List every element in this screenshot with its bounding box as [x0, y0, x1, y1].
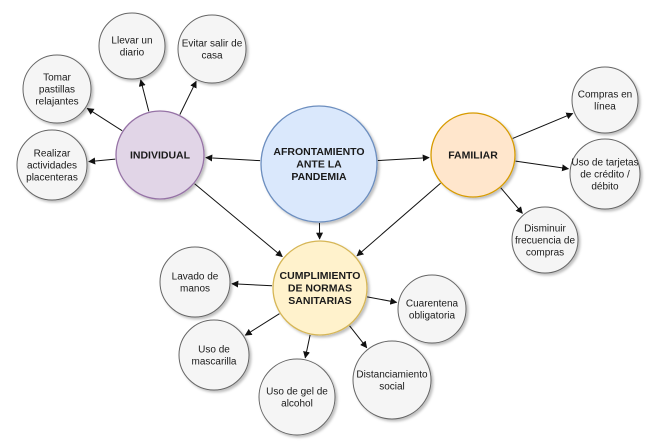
- edge-cumplimiento-to-cuarentena: [367, 296, 398, 305]
- node-realizar-actividades-label-line: placenteras: [26, 173, 78, 184]
- node-cumplimiento-circle: [272, 240, 368, 336]
- edge-cumplimiento-to-gel: [303, 334, 311, 359]
- node-tarjetas-label-line: Uso de tarjetas: [571, 158, 638, 169]
- node-distanciamiento-label-line: social: [379, 382, 405, 393]
- node-disminuir-frecuencia-circle: [511, 206, 579, 274]
- node-llevar-diario-label-line: diario: [120, 48, 145, 59]
- node-tarjetas-label-line: de crédito /: [580, 170, 630, 181]
- edges-layer: [86, 79, 574, 359]
- node-compras-linea-label-line: línea: [594, 102, 616, 113]
- node-cuarentena-label-line: obligatoria: [409, 311, 456, 322]
- node-disminuir-frecuencia-label-line: frecuencia de: [515, 236, 575, 247]
- node-gel-alcohol-circle: [258, 358, 336, 436]
- node-evitar-salir-label-line: casa: [201, 51, 223, 62]
- node-mascarilla-circle: [178, 319, 250, 391]
- node-evitar-salir-circle: [177, 14, 247, 84]
- node-distanciamiento-circle: [352, 340, 432, 420]
- edge-familiar-to-frecuencia: [500, 187, 523, 214]
- node-tarjetas-circle: [569, 138, 641, 210]
- edge-familiar-to-tarjetas: [515, 160, 570, 172]
- node-afrontamiento-circle: [260, 105, 378, 223]
- node-mascarilla-label-line: Uso de: [198, 345, 230, 356]
- node-disminuir-frecuencia-label-line: compras: [526, 248, 564, 259]
- node-tomar-pastillas-label-line: pastillas: [39, 85, 75, 96]
- node-evitar-salir-label-line: Evitar salir de: [182, 39, 243, 50]
- node-cuarentena-label-line: Cuarentena: [406, 299, 459, 310]
- node-mascarilla-label-line: mascarilla: [191, 357, 236, 368]
- node-familiar-circle: [430, 112, 516, 198]
- node-individual-label-line: INDIVIDUAL: [130, 150, 191, 162]
- node-gel-alcohol-label-line: Uso de gel de: [266, 387, 328, 398]
- node-tomar-pastillas-label-line: relajantes: [35, 97, 78, 108]
- edge-individual-to-casa: [179, 80, 197, 115]
- node-compras-linea-label-line: Compras en: [578, 90, 632, 101]
- edge-center-to-individual: [205, 154, 261, 162]
- node-familiar[interactable]: FAMILIAR: [430, 112, 516, 198]
- edge-center-to-familiar: [377, 154, 430, 162]
- node-cuarentena-circle: [397, 274, 467, 344]
- edge-individual-to-actividades: [88, 157, 116, 165]
- node-individual[interactable]: INDIVIDUAL: [115, 110, 205, 200]
- node-realizar-actividades-circle: [16, 129, 88, 201]
- node-afrontamiento-label-line: ANTE LA: [296, 159, 342, 171]
- edge-cumplimiento-to-lavado: [231, 280, 273, 288]
- node-llevar-diario-label-line: Llevar un: [111, 36, 152, 47]
- node-afrontamiento-label-line: PANDEMIA: [291, 171, 347, 183]
- edge-individual-to-pastillas: [86, 108, 123, 132]
- node-llevar-diario-circle: [98, 12, 166, 80]
- edge-cumplimiento-to-mascarilla: [244, 313, 280, 336]
- node-tarjetas-label-line: débito: [591, 182, 619, 193]
- node-cumplimiento-label-line: SANITARIAS: [288, 295, 351, 307]
- node-gel-alcohol-label-line: alcohol: [281, 399, 313, 410]
- node-lavado-manos-circle: [159, 246, 231, 318]
- edge-familiar-to-compras: [512, 112, 574, 139]
- node-afrontamiento-label-line: AFRONTAMIENTO: [273, 146, 364, 158]
- node-lavado-manos-label-line: Lavado de: [172, 272, 219, 283]
- edge-cumplimiento-to-distanciamiento: [349, 325, 368, 349]
- node-tomar-pastillas-circle: [22, 54, 92, 124]
- node-realizar-actividades-label-line: actividades: [27, 161, 77, 172]
- node-disminuir-frecuencia-label-line: Disminuir: [524, 224, 566, 235]
- node-compras-linea-circle: [571, 66, 639, 134]
- node-lavado-manos-label-line: manos: [180, 284, 210, 295]
- node-familiar-label-line: FAMILIAR: [448, 150, 498, 162]
- edge-individual-to-cumplimiento: [194, 183, 283, 258]
- node-cumplimiento-label-line: CUMPLIMIENTO: [280, 270, 361, 282]
- edge-familiar-to-cumplimiento: [356, 182, 441, 257]
- node-distanciamiento-label-line: Distanciamiento: [356, 370, 428, 381]
- node-tomar-pastillas-label-line: Tomar: [43, 73, 71, 84]
- edge-individual-to-diario: [138, 79, 150, 112]
- node-individual-circle: [115, 110, 205, 200]
- node-realizar-actividades-label-line: Realizar: [34, 149, 71, 160]
- node-cumplimiento-label-line: DE NORMAS: [288, 283, 352, 295]
